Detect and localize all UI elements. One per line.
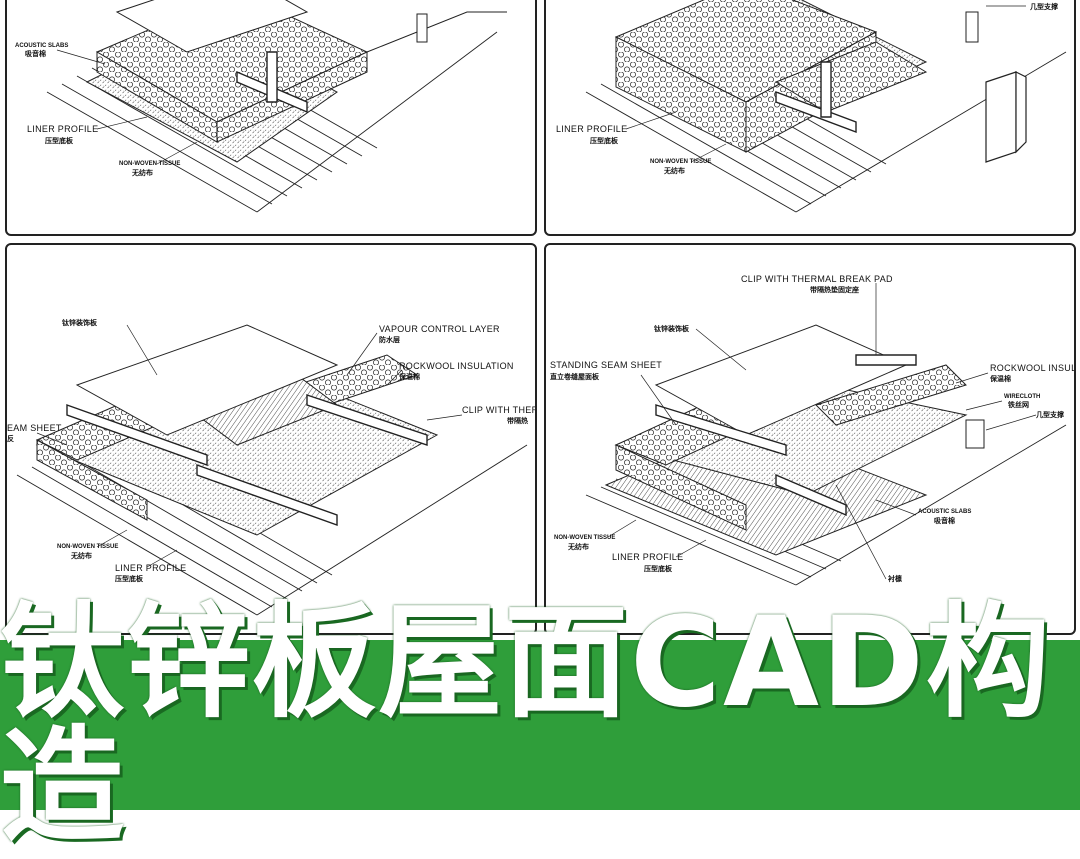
tissue-label-en-4: NON-WOVEN TISSUE — [554, 535, 615, 541]
wirecloth-label-en-4: WIRECLOTH — [1004, 394, 1040, 400]
tissue-label-cn-4: 无纺布 — [567, 542, 589, 551]
clip-label-en-4: CLIP WITH THERMAL BREAK PAD — [741, 274, 893, 284]
detail-panel-4: CLIP WITH THERMAL BREAK PAD 带隔热垫固定座 钛锌装饰… — [544, 243, 1076, 635]
rockwool-label-cn-4: 保温棉 — [989, 374, 1011, 383]
acoustic-label-en-1: ACOUSTIC SLABS — [15, 43, 68, 49]
detail-panel-1: ACOUSTIC SLABS 吸音棉 LINER PROFILE 压型底板 NO… — [5, 0, 537, 236]
liner-label-cn-1: 压型底板 — [45, 136, 74, 145]
vapour-label-cn-3: 防水层 — [379, 335, 400, 344]
banner-title: 钛锌板屋面CAD构造 — [0, 591, 1052, 859]
detail-panel-2: 几型支撑 LINER PROFILE 压型底板 NON-WOVEN TISSUE… — [544, 0, 1076, 236]
zinc-label-cn-4: 钛锌装饰板 — [654, 324, 690, 333]
rockwool-label-en-4: ROCKWOOL INSULAT — [990, 363, 1076, 373]
roof-detail-drawing-2: 几型支撑 LINER PROFILE 压型底板 NON-WOVEN TISSUE… — [556, 0, 1067, 213]
roof-detail-drawing-1: ACOUSTIC SLABS 吸音棉 LINER PROFILE 压型底板 NO… — [15, 0, 507, 213]
seam-label-cn-4: 直立卷缝屋面板 — [550, 372, 600, 381]
title-banner: 钛锌板屋面CAD构造 — [0, 591, 1080, 859]
liner-label-cn-3: 压型底板 — [115, 574, 144, 583]
tissue-label-en-1: NON-WOVEN TISSUE — [119, 161, 180, 167]
liner-label-en-3: LINER PROFILE — [115, 563, 186, 573]
tissue-label-en-2: NON-WOVEN TISSUE — [650, 159, 711, 165]
seam-label-cn-3: 反 — [7, 434, 14, 443]
zinc-sheet-3 — [75, 324, 339, 436]
tissue-label-cn-1: 无纺布 — [131, 168, 153, 177]
clip-label-en-3: CLIP WITH THER — [462, 405, 537, 415]
z-bracket-2 — [985, 71, 1027, 163]
bracket-label-cn-4: 几型支撑 — [1036, 410, 1064, 419]
detail-panel-3: 钛锌装饰板 VAPOUR CONTROL LAYER 防水层 ROCKWOOL … — [5, 243, 537, 635]
seam-label-en-3: EAM SHEET — [7, 423, 62, 433]
purlin-3 — [66, 394, 428, 526]
roof-detail-drawing-4: CLIP WITH THERMAL BREAK PAD 带隔热垫固定座 钛锌装饰… — [550, 274, 1076, 586]
rockwool-label-en-3: ROCKWOOL INSULATION — [399, 361, 514, 371]
liner-label-cn-2: 压型底板 — [590, 136, 619, 145]
seam-label-en-4: STANDING SEAM SHEET — [550, 360, 662, 370]
wirecloth-label-cn-4: 铁丝网 — [1008, 400, 1029, 409]
tissue-label-en-3: NON-WOVEN TISSUE — [57, 544, 118, 550]
z-bracket-4 — [965, 419, 985, 449]
acoustic-label-cn-4: 吸音棉 — [934, 516, 955, 525]
lining-label-cn-4: 衬檩 — [887, 574, 902, 583]
acoustic-label-cn-1: 吸音棉 — [25, 49, 46, 58]
purlin-2 — [775, 61, 857, 134]
liner-label-en-2: LINER PROFILE — [556, 124, 627, 134]
clip-label-cn-4: 带隔热垫固定座 — [810, 285, 859, 294]
tissue-label-cn-3: 无纺布 — [70, 551, 92, 560]
purlin-4 — [655, 354, 917, 517]
rockwool-label-cn-3: 保温棉 — [398, 372, 420, 381]
liner-profile-4 — [585, 424, 1067, 586]
liner-label-en-1: LINER PROFILE — [27, 124, 98, 134]
purlin-1 — [236, 51, 308, 114]
liner-label-en-4: LINER PROFILE — [612, 552, 683, 562]
roof-detail-drawing-3: 钛锌装饰板 VAPOUR CONTROL LAYER 防水层 ROCKWOOL … — [7, 318, 537, 616]
acoustic-label-en-4: ACOUSTIC SLABS — [918, 509, 971, 515]
zinc-label-cn-3: 钛锌装饰板 — [62, 318, 98, 327]
liner-profile-3 — [16, 434, 528, 616]
liner-label-cn-4: 压型底板 — [644, 564, 673, 573]
vapour-label-en-3: VAPOUR CONTROL LAYER — [379, 324, 500, 334]
bracket-label-cn-2: 几型支撑 — [1030, 2, 1058, 11]
clip-label-cn-3: 带隔热 — [507, 416, 528, 425]
tissue-label-cn-2: 无纺布 — [663, 166, 685, 175]
